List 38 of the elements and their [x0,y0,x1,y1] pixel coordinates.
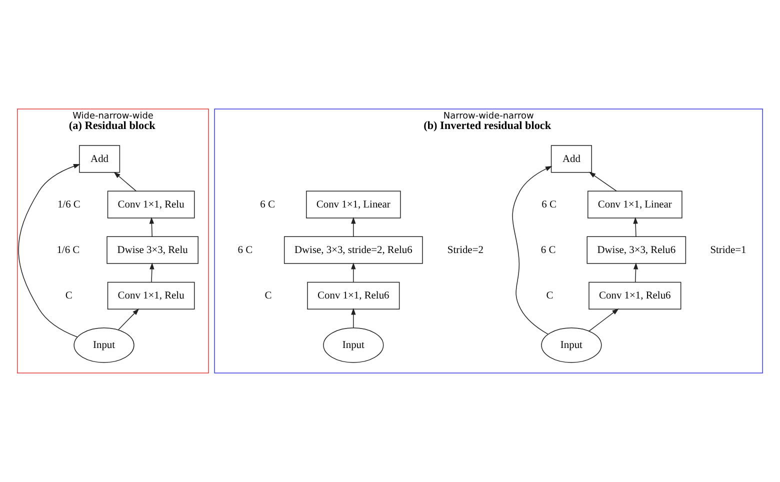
node-ellipse: Input [323,328,384,363]
arrow [118,308,140,330]
node-box: Add [550,145,592,173]
node-ellipse: Input [541,328,602,363]
node-box: Conv 1×1, Linear [306,190,401,218]
node-box: Dwise 3×3, Relu [106,236,198,264]
node-label: C [264,290,272,302]
node-ellipse: Input [74,328,134,363]
arrow [18,164,80,338]
node-box: Conv 1×1, Relu6 [307,282,400,310]
node-label: C [546,290,554,302]
arrow [150,262,154,283]
arrow [351,262,356,283]
node-label: 6 C [540,244,556,256]
node-box: Conv 1×1, Linear [588,190,682,218]
arrow [588,308,619,332]
arrow [633,262,638,283]
arrow [633,217,638,237]
node-box: Conv 1×1, Relu [107,282,195,310]
node-label: 6 C [260,199,275,210]
node-box: Conv 1×1, Relu [107,190,195,218]
arrow [351,308,356,328]
node-label: C [65,290,72,302]
node-label: 1/6 C [57,199,80,210]
node-box: Add [79,145,120,173]
arrow [512,166,552,334]
arrow [114,172,137,192]
arrow [149,217,154,237]
node-box: Conv 1×1, Relu6 [588,282,682,310]
arrow [588,172,617,192]
label: Stride=1 [710,244,746,256]
node-box: Dwise, 3×3, stride=2, Relu6 [284,236,423,264]
label: Stride=2 [447,244,484,256]
arrow [351,217,356,237]
node-label: 6 C [542,199,556,210]
node-label: 6 C [238,244,253,256]
node-box: Dwise, 3×3, Relu6 [586,236,686,264]
node-label: 1/6 C [56,244,80,256]
